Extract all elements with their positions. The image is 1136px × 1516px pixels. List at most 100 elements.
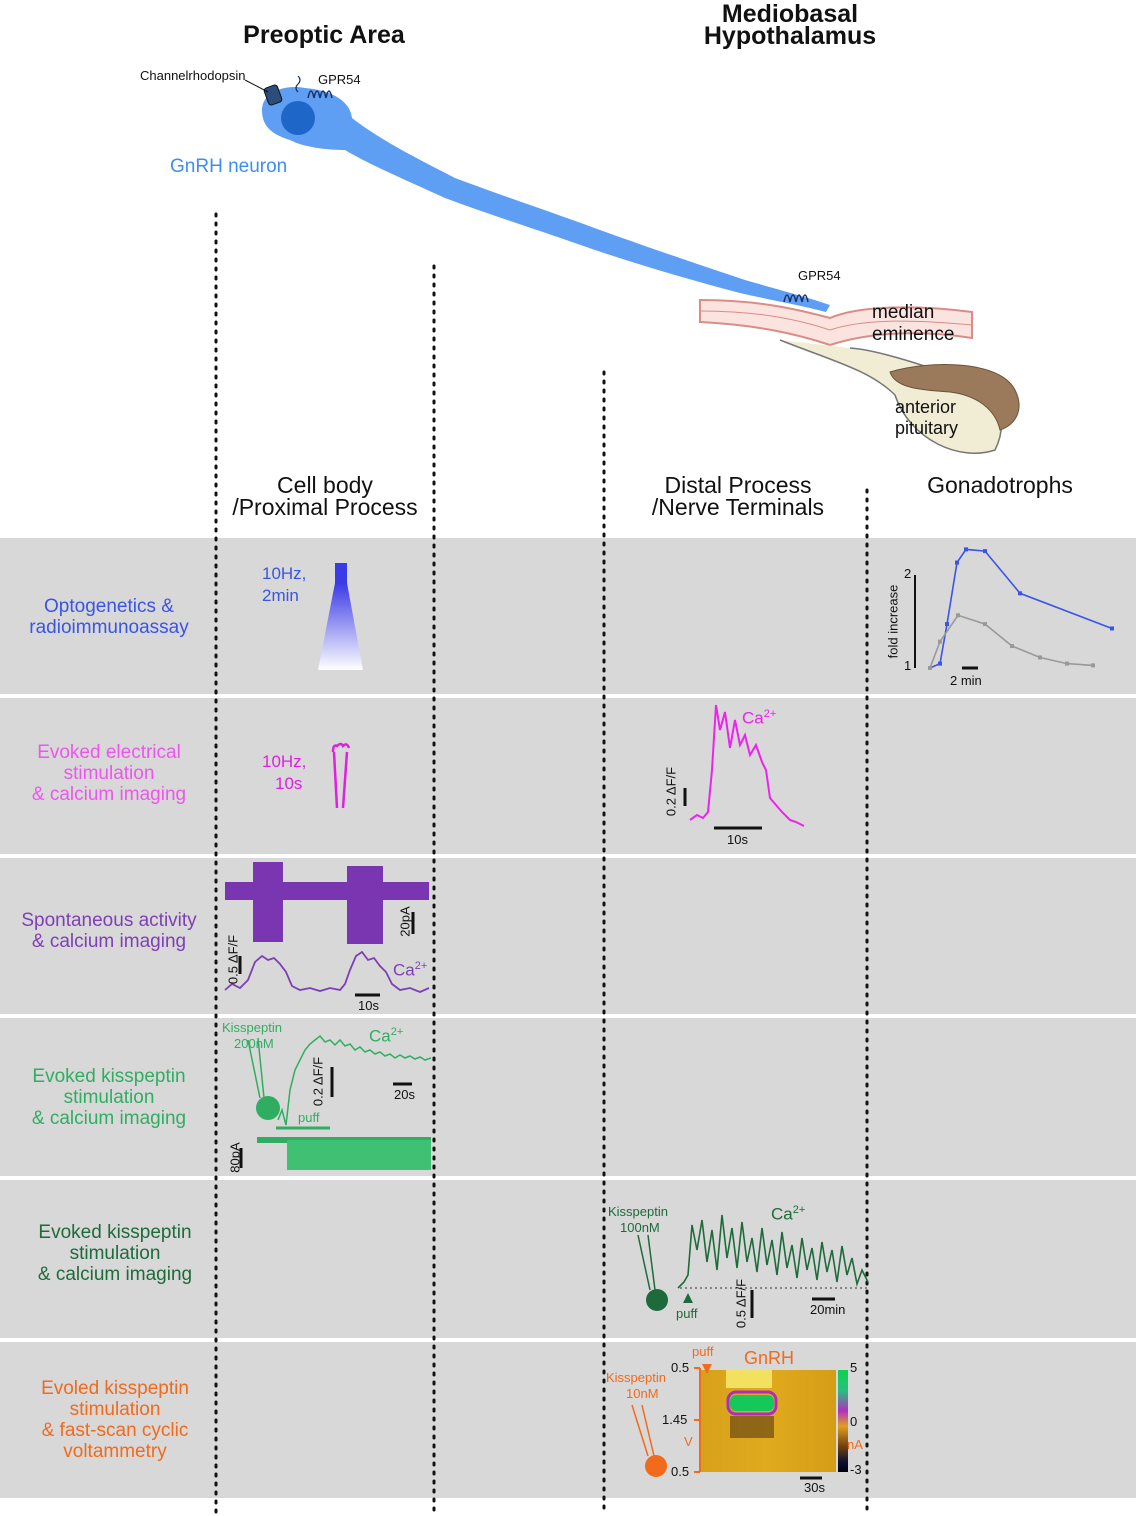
row1-stim-2: 2min — [262, 586, 299, 605]
fscv-c-unit: nA — [847, 1437, 863, 1452]
row1-label: Optogenetics & radioimmunoassay — [4, 596, 214, 638]
row4-kiss-1: Kisspeptin — [222, 1020, 282, 1035]
series-1-point — [1018, 591, 1022, 596]
row1-line2: radioimmunoassay — [29, 617, 189, 638]
row3-scale-x: 10s — [358, 998, 379, 1013]
row5-label: Evoked kisspeptin stimulation & calcium … — [10, 1222, 220, 1285]
row3-line1: Spontaneous activity — [21, 910, 197, 931]
col-gonadotrophs: Gonadotrophs — [927, 472, 1073, 498]
row5-calcium-trace — [677, 1214, 869, 1289]
row2-line2: stimulation — [63, 763, 155, 784]
fscv-v-mid: 1.45 — [662, 1412, 688, 1427]
row2-scale-x: 10s — [727, 832, 748, 847]
series-2-point — [1091, 663, 1095, 668]
row4-calcium-trace — [277, 1034, 432, 1126]
label-gpr54-terminal: GPR54 — [798, 268, 841, 283]
col-cellbody-1: Cell body — [277, 472, 373, 498]
series-1-point — [983, 549, 987, 554]
fscv-v-unit: V — [684, 1434, 693, 1449]
row5-scalebars — [750, 1290, 835, 1318]
col-distal-2: /Nerve Terminals — [651, 494, 825, 520]
fscv-heatmap — [700, 1370, 848, 1472]
row6-label: Evoled kisspeptin stimulation & fast-sca… — [10, 1378, 220, 1462]
row4-puff: puff — [298, 1110, 320, 1125]
series-2-point — [956, 613, 960, 618]
row5-pipette-icon — [637, 1234, 668, 1311]
row3-ca: Ca — [393, 960, 415, 980]
row4-scale-i: 80pA — [227, 1142, 243, 1173]
row5-line1: Evoked kisspeptin — [38, 1222, 192, 1243]
label-gpr54-soma: GPR54 — [318, 72, 361, 87]
fscv-c-top: 5 — [850, 1360, 858, 1375]
label-channelrhodopsin: Channelrhodopsin — [140, 68, 246, 83]
row2-scale-y: 0.2 ΔF/F — [663, 766, 679, 817]
fscv-v-top: 0.5 — [671, 1360, 690, 1375]
row3-calcium-trace — [224, 950, 430, 993]
row5-scale-f: 0.5 ΔF/F — [733, 1278, 749, 1329]
fold-ylabel: fold increase — [885, 584, 901, 659]
row2-line3: & calcium imaging — [31, 784, 187, 805]
row6-kiss-1: Kisspeptin — [606, 1370, 666, 1385]
row2-stim-1: 10Hz, — [262, 752, 307, 771]
fscv-v-bot: 0.5 — [671, 1464, 690, 1479]
row-band-6 — [0, 1342, 1136, 1498]
series-1-point — [955, 560, 959, 565]
series-2-point — [1065, 661, 1069, 666]
row2-line1: Evoked electrical — [37, 742, 181, 763]
header-preoptic-area: Preoptic Area — [243, 21, 405, 49]
series-2-point — [1010, 644, 1014, 649]
row6-gnrh: GnRH — [744, 1348, 795, 1368]
row6-puff-marker — [702, 1364, 712, 1374]
row6-scale-x: 30s — [804, 1480, 825, 1495]
header-mediobasal: Mediobasal — [721, 0, 859, 28]
row6-line2: stimulation — [69, 1399, 161, 1420]
row4-current-trace — [257, 1137, 431, 1170]
fold-ytick-2: 2 — [904, 566, 912, 581]
row-band-3 — [0, 858, 1136, 1014]
row4-kiss-2: 200nM — [234, 1036, 274, 1051]
row6-puff: puff — [692, 1344, 714, 1359]
label-anterior: anterior — [895, 397, 957, 417]
row4-line2: stimulation — [63, 1087, 155, 1108]
fscv-c-bot: -3 — [850, 1462, 862, 1477]
row5-kiss-2: 100nM — [620, 1220, 660, 1235]
row3-line2: & calcium imaging — [31, 931, 187, 952]
row1-line1: Optogenetics & — [44, 596, 174, 617]
row2-ca: Ca — [742, 708, 764, 728]
row5-kiss-1: Kisspeptin — [608, 1204, 668, 1219]
row2-stim-2: 10s — [275, 774, 303, 793]
label-median: median — [872, 302, 935, 323]
row-band-2 — [0, 698, 1136, 854]
row3-ca-sup: 2+ — [414, 960, 428, 972]
light-cone-icon — [318, 563, 363, 670]
row2-ca-label: Ca2+ — [742, 708, 776, 729]
row4-ca: Ca — [369, 1026, 391, 1046]
fscv-axes — [694, 1367, 701, 1473]
row1-stim-1: 10Hz, — [262, 564, 307, 583]
header-hypothalamus: Hypothalamus — [703, 22, 877, 50]
row6-pipette-icon — [631, 1404, 667, 1477]
fold-chart-axes — [914, 575, 978, 670]
pituitary-shape — [779, 339, 1020, 454]
row5-scale-x: 20min — [810, 1302, 846, 1317]
row4-ca-sup: 2+ — [390, 1026, 404, 1038]
row4-ca-label: Ca2+ — [369, 1026, 403, 1047]
series-1-point — [945, 622, 949, 627]
row6-line3: & fast-scan cyclic — [41, 1420, 189, 1441]
row4-scalebars — [239, 1067, 412, 1168]
label-eminence: eminence — [872, 324, 955, 345]
row5-line2: stimulation — [69, 1243, 161, 1264]
row4-line3: & calcium imaging — [31, 1108, 187, 1129]
row2-label: Evoked electrical stimulation & calcium … — [4, 742, 214, 805]
row4-label: Evoked kisspeptin stimulation & calcium … — [4, 1066, 214, 1129]
row5-ca-label: Ca2+ — [771, 1204, 805, 1225]
col-cellbody-2: /Proximal Process — [232, 494, 418, 520]
row3-scalebars — [238, 912, 415, 997]
fold-scale-x: 2 min — [950, 673, 982, 688]
series-2-point — [983, 622, 987, 627]
label-pituitary: pituitary — [895, 418, 959, 438]
row3-scale-f: 0.5 ΔF/F — [225, 934, 241, 985]
row4-scale-f: 0.2 ΔF/F — [310, 1056, 326, 1107]
series-1-point — [938, 661, 942, 666]
